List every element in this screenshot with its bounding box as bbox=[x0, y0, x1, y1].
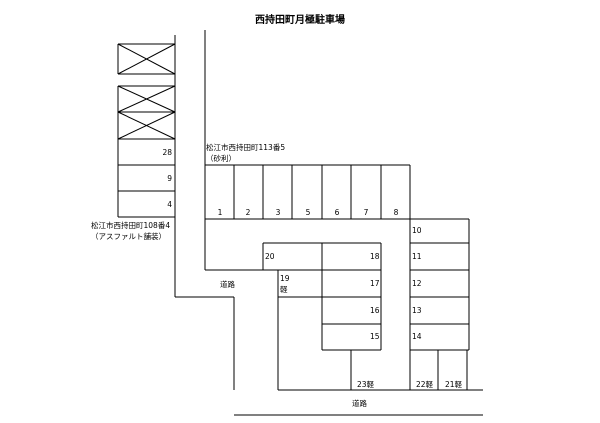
west-surface-label: （アスファルト舗装） bbox=[91, 231, 166, 241]
space-16: 16 bbox=[370, 306, 380, 315]
space-5: 5 bbox=[306, 208, 311, 217]
space-9: 9 bbox=[167, 174, 172, 183]
space-3: 3 bbox=[276, 208, 281, 217]
road-label-south: 道路 bbox=[352, 398, 367, 408]
east-parking-column bbox=[409, 219, 470, 390]
space-7: 7 bbox=[364, 208, 369, 217]
space-1: 1 bbox=[218, 208, 223, 217]
north-surface-label: （砂利） bbox=[206, 153, 236, 163]
space-17: 17 bbox=[370, 279, 380, 288]
west-parking-block bbox=[117, 35, 176, 297]
space-6: 6 bbox=[335, 208, 340, 217]
space-15: 15 bbox=[370, 332, 380, 341]
space-2: 2 bbox=[246, 208, 251, 217]
space-23-kei: 23軽 bbox=[357, 380, 375, 389]
west-address-label: 松江市西持田町108番4 bbox=[91, 220, 170, 230]
north-parking-row bbox=[205, 164, 469, 220]
space-18: 18 bbox=[370, 252, 380, 261]
north-address-label: 松江市西持田町113番5 bbox=[206, 142, 285, 152]
road-label-west: 道路 bbox=[220, 279, 235, 289]
space-22-kei: 22軽 bbox=[416, 380, 434, 389]
space-20: 20 bbox=[265, 252, 275, 261]
space-28: 28 bbox=[162, 148, 172, 157]
space-11: 11 bbox=[412, 252, 422, 261]
space-12: 12 bbox=[412, 279, 422, 288]
space-19-number: 19 bbox=[280, 274, 290, 283]
space-13: 13 bbox=[412, 306, 422, 315]
space-21-kei: 21軽 bbox=[445, 380, 463, 389]
space-4: 4 bbox=[167, 200, 172, 209]
space-14: 14 bbox=[412, 332, 422, 341]
central-parking-block bbox=[262, 242, 382, 351]
space-19-kei: 軽 bbox=[280, 285, 288, 294]
space-10: 10 bbox=[412, 226, 422, 235]
page-title: 西持田町月極駐車場 bbox=[255, 13, 345, 26]
space-8: 8 bbox=[394, 208, 399, 217]
